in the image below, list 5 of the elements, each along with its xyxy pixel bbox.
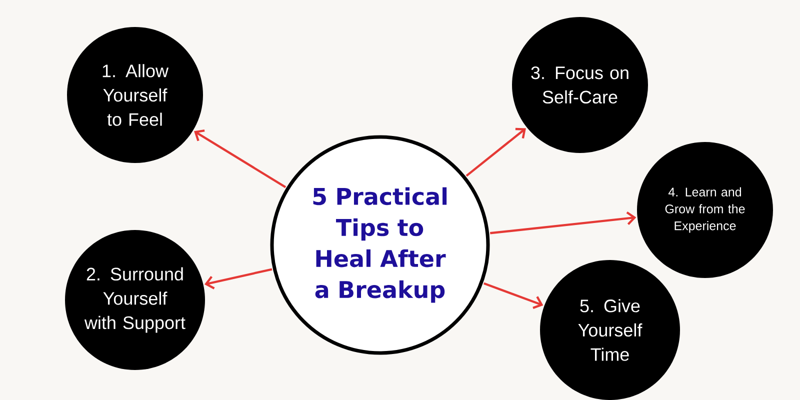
arrow [204,268,272,290]
arrow [490,211,636,234]
arrow [194,129,286,188]
arrow [466,128,526,177]
arrow [484,282,544,309]
